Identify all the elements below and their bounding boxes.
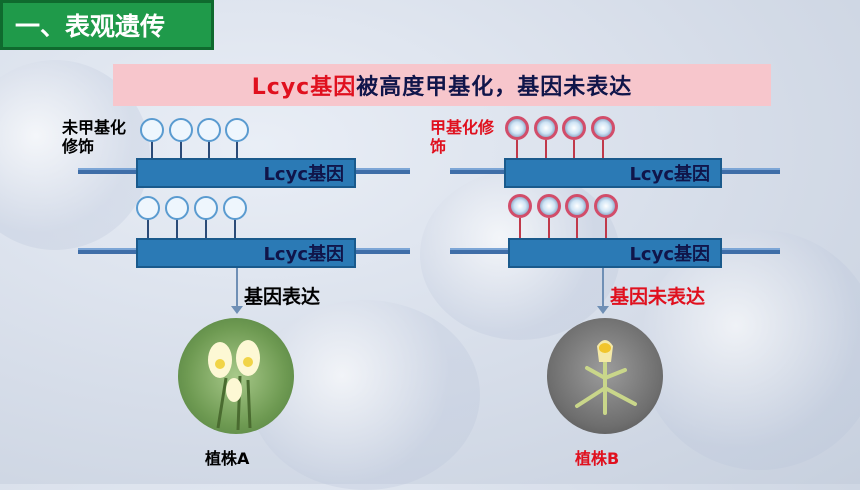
section-title: 一、表观遗传 — [0, 0, 214, 50]
methyl-stalk — [548, 218, 550, 238]
methyl-stalk — [180, 140, 182, 158]
methylated-site-icon — [537, 194, 561, 218]
methyl-stalk — [602, 140, 604, 158]
methylated-site-icon — [534, 116, 558, 140]
methyl-stalk — [573, 140, 575, 158]
methyl-stalk — [147, 218, 149, 238]
unmethylated-site-icon — [169, 118, 193, 142]
methyl-stalk — [545, 140, 547, 158]
gene-box: Lcyc基因 — [136, 238, 356, 268]
gene-box: Lcyc基因 — [504, 158, 722, 188]
methylated-site-icon — [505, 116, 529, 140]
methyl-stalk — [516, 140, 518, 158]
methylated-label: 甲基化修饰 — [430, 118, 495, 156]
unmethylated-site-icon — [165, 196, 189, 220]
unmethylated-site-icon — [136, 196, 160, 220]
methyl-stalk — [605, 218, 607, 238]
expression-label: 基因表达 — [244, 286, 321, 308]
methylated-site-icon — [594, 194, 618, 218]
methyl-stalk — [208, 140, 210, 158]
gene-box: Lcyc基因 — [136, 158, 356, 188]
methylated-site-icon — [562, 116, 586, 140]
banner-text: 被高度甲基化，基因未表达 — [356, 75, 633, 100]
methylated-site-icon — [591, 116, 615, 140]
plant-a-image — [178, 318, 294, 434]
unmethylated-site-icon — [225, 118, 249, 142]
methyl-stalk — [151, 140, 153, 158]
plant-b-label: 植株B — [575, 449, 620, 468]
banner-gene-name: Lcyc基因 — [251, 75, 357, 100]
background-cell — [640, 230, 860, 470]
unmethylated-site-icon — [223, 196, 247, 220]
arrow-head-icon — [597, 306, 609, 314]
no-expression-label: 基因未表达 — [610, 286, 706, 308]
arrow-down-icon — [236, 268, 238, 310]
methyl-stalk — [234, 218, 236, 238]
unmethylated-site-icon — [197, 118, 221, 142]
arrow-head-icon — [231, 306, 243, 314]
plant-a-label: 植株A — [205, 449, 250, 468]
unmethylated-label: 未甲基化修饰 — [62, 118, 127, 156]
arrow-down-icon — [602, 268, 604, 310]
methyl-stalk — [519, 218, 521, 238]
methyl-stalk — [576, 218, 578, 238]
gene-box: Lcyc基因 — [508, 238, 722, 268]
plant-b-image — [547, 318, 663, 434]
unmethylated-site-icon — [140, 118, 164, 142]
methylated-site-icon — [508, 194, 532, 218]
unmethylated-site-icon — [194, 196, 218, 220]
methyl-stalk — [205, 218, 207, 238]
banner: Lcyc基因被高度甲基化，基因未表达 — [113, 64, 771, 106]
methyl-stalk — [236, 140, 238, 158]
methylated-site-icon — [565, 194, 589, 218]
methyl-stalk — [176, 218, 178, 238]
